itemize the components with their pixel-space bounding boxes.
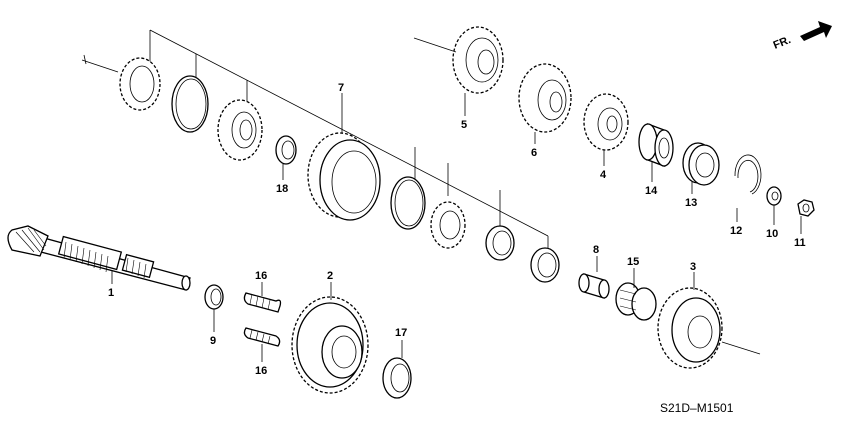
synchro-sleeve-part-7: [307, 132, 381, 221]
gear-part-3: [657, 287, 761, 369]
callout-15: 15: [627, 256, 639, 268]
drawing-code: S21D–M1501: [660, 401, 734, 415]
callout-7: 7: [338, 82, 344, 94]
gear-upper-left: [217, 99, 263, 161]
bushing-part-8: [578, 273, 610, 299]
callout-12: 12: [730, 225, 742, 237]
gear-part-4: [583, 93, 629, 151]
callout-4: 4: [600, 169, 607, 181]
front-direction-label: FR.: [772, 34, 793, 52]
needle-bearing-part-16-lower: [243, 327, 281, 347]
synchro-ring-b: [530, 247, 560, 283]
callout-3: 3: [690, 261, 696, 273]
callout-8: 8: [593, 244, 599, 256]
front-arrow-icon: [800, 21, 832, 41]
callout-2: 2: [327, 270, 333, 282]
washer-part-9: [204, 284, 224, 310]
o-ring-lower: [390, 176, 426, 230]
synchro-ring-a: [485, 225, 515, 261]
callout-6: 6: [531, 147, 537, 159]
o-ring-upper: [171, 75, 209, 133]
callout-9: 9: [210, 335, 216, 347]
nut-part-11: [797, 199, 815, 217]
callout-13: 13: [685, 197, 697, 209]
callout-18: 18: [276, 183, 288, 195]
group-bracket-lines: [81, 29, 549, 250]
ball-bearing-part-13: [682, 142, 720, 186]
needle-bearing-part-16-upper: [243, 292, 282, 313]
snap-ring-part-12: [734, 154, 762, 195]
synchro-hub-upper-left: [119, 57, 161, 111]
synchro-hub-lower: [430, 201, 466, 249]
callout-16-lower: 16: [255, 365, 267, 377]
callout-14: 14: [645, 185, 658, 197]
washer-part-10: [766, 186, 782, 206]
callout-16-upper: 16: [255, 270, 267, 282]
callout-leaders: [111, 93, 802, 362]
front-direction-indicator: FR.: [772, 21, 832, 52]
mainshaft-part-1: [7, 225, 191, 291]
callout-labels: 1 2 3 4 5 6 7 8 9 10 11 12 13 14 15 16 1…: [108, 82, 806, 377]
ball-bearing-part-14: [638, 123, 674, 167]
callout-10: 10: [766, 228, 778, 240]
collar-part-17: [382, 357, 412, 399]
callout-11: 11: [794, 237, 806, 249]
gear-part-6: [518, 63, 572, 133]
washer-part-18: [275, 135, 297, 165]
gear-part-2: [291, 296, 369, 394]
callout-17: 17: [395, 327, 407, 339]
gear-part-5: [413, 26, 504, 94]
needle-bearing-part-15: [615, 282, 657, 321]
callout-5: 5: [461, 119, 467, 131]
callout-1: 1: [108, 287, 114, 299]
